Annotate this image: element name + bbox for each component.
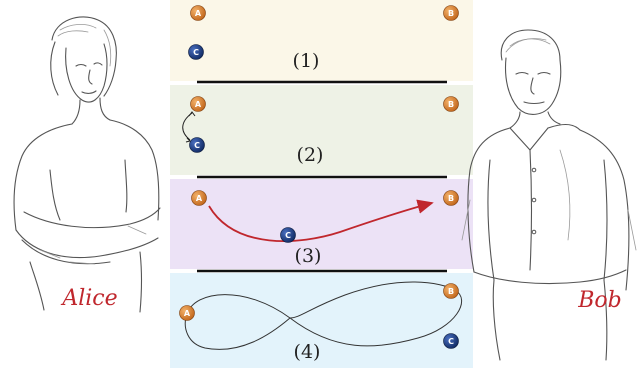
panel-4-background: [170, 273, 473, 368]
node-b-icon: B: [443, 283, 459, 299]
node-c-icon: C: [280, 227, 296, 243]
svg-text:B: B: [448, 287, 454, 296]
node-a-icon: A: [190, 5, 206, 21]
node-b-icon: B: [443, 96, 459, 112]
alice-name: Alice: [60, 286, 117, 311]
node-c-icon: C: [443, 333, 459, 349]
node-b-icon: B: [443, 190, 459, 206]
panel-4: A B C (4): [179, 281, 462, 363]
svg-text:A: A: [184, 309, 191, 318]
node-c-icon: C: [189, 137, 205, 153]
panel-1: A B C (1): [188, 5, 459, 72]
svg-text:A: A: [195, 100, 202, 109]
node-a-icon: A: [191, 190, 207, 206]
panel-3-background: [170, 179, 473, 269]
alice-sketch: [13, 16, 161, 313]
panel-3: A B C (3): [191, 190, 459, 267]
svg-text:C: C: [193, 48, 199, 57]
svg-text:C: C: [448, 337, 454, 346]
panel-4-label: (4): [294, 341, 321, 363]
svg-text:C: C: [194, 141, 200, 150]
panel-2-label: (2): [297, 144, 324, 166]
svg-text:B: B: [448, 100, 454, 109]
bob-sketch: [461, 29, 637, 361]
panel-1-background: [170, 0, 473, 81]
node-a-icon: A: [179, 305, 195, 321]
svg-text:B: B: [448, 9, 454, 18]
node-a-icon: A: [190, 96, 206, 112]
svg-text:B: B: [448, 194, 454, 203]
node-c-icon: C: [188, 44, 204, 60]
panel-2-background: [170, 85, 473, 175]
panel-3-label: (3): [295, 245, 322, 267]
bob-name: Bob: [577, 288, 622, 313]
node-b-icon: B: [443, 5, 459, 21]
svg-text:C: C: [285, 231, 291, 240]
route-arrow: [208, 199, 434, 243]
panel-1-label: (1): [293, 50, 320, 72]
svg-text:A: A: [195, 9, 202, 18]
panel-2: A B C (2): [182, 96, 459, 166]
svg-text:A: A: [196, 194, 203, 203]
